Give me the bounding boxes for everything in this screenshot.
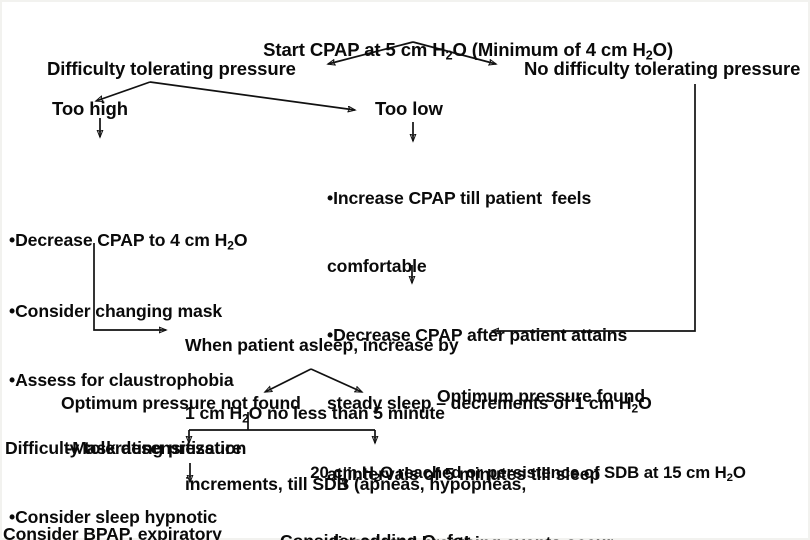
list-item-text: Assess for claustrophobia: [15, 369, 234, 390]
titration-line-2-pre: 1 cm H: [185, 403, 243, 424]
bullet-glyph: •: [9, 230, 16, 251]
node-optimum-pressure-not-found: Optimum pressure not found: [61, 393, 301, 413]
list-item-text-post: O: [233, 230, 248, 251]
list-item-text: Decrease CPAP to 4 cm H: [15, 230, 228, 251]
list-item-text: -Mask desensitization: [9, 438, 247, 459]
list-item-text: Consider changing mask: [15, 301, 223, 322]
node-too-high-actions: •Decrease CPAP to 4 cm H2O •Consider cha…: [9, 138, 309, 540]
node-start-text-mid: O (Minimum of 4 cm H: [452, 39, 646, 61]
node-bpap-action: Consider BPAP, expiratory pressure relie…: [3, 477, 263, 540]
edge-start-to-no-difficulty: [412, 41, 496, 64]
too-low-line-1-text: Increase CPAP till patient feels: [333, 187, 592, 208]
pressure-limit-post: O: [732, 462, 746, 482]
titration-line-2-post: O no less than 5 minute: [248, 403, 445, 424]
oxygen-line-1: Consider adding O2 for: [280, 530, 580, 540]
too-low-line-3: •Decrease CPAP after patient attains: [327, 324, 687, 347]
bullet-glyph: •: [9, 301, 16, 322]
list-item: •Consider changing mask: [9, 300, 309, 323]
oxygen-line-1-post: for: [442, 531, 470, 540]
edge-difficulty-to-too-low: [149, 81, 355, 110]
bullet-glyph: •: [327, 324, 334, 345]
too-low-line-3-text: Decrease CPAP after patient attains: [333, 324, 628, 345]
node-start-text-pre: Start CPAP at 5 cm H: [263, 39, 446, 61]
node-too-low: Too low: [375, 98, 443, 119]
too-low-line-4-post: O: [638, 393, 652, 414]
pressure-limit-sub-1: 2: [373, 472, 381, 485]
list-item-sub: 2: [227, 238, 234, 253]
node-optimum-pressure-found: Optimum pressure found: [437, 386, 645, 406]
list-item: •Decrease CPAP to 4 cm H2O: [9, 229, 309, 254]
node-start-sub-2: 2: [645, 48, 653, 63]
node-too-high: Too high: [52, 98, 128, 119]
edge-titration-to-not-found: [265, 368, 312, 392]
too-low-line-6: disordered breathing events occur: [327, 532, 687, 540]
oxygen-line-1-pre: Consider adding O: [280, 531, 436, 540]
pressure-limit-mid: O reached or persistence of SDB at 15 cm…: [380, 462, 727, 482]
titration-line-3: increments, till SDB (apneas, hypopneas,: [185, 473, 527, 494]
too-low-line-1: •Increase CPAP till patient feels: [327, 187, 687, 210]
node-start-sub-1: 2: [445, 48, 453, 63]
node-start: Start CPAP at 5 cm H2O (Minimum of 4 cm …: [243, 14, 673, 88]
bullet-glyph: •: [9, 506, 16, 527]
bullet-glyph: •: [9, 369, 16, 390]
pressure-limit-pre: 20 cm H: [310, 462, 374, 482]
list-item: •Assess for claustrophobia: [9, 369, 309, 392]
bullet-glyph: •: [327, 187, 334, 208]
bpap-line-1: Consider BPAP, expiratory: [3, 523, 222, 540]
pressure-limit-sub-2: 2: [726, 472, 733, 485]
too-low-line-4-pre: steady sleep – decrements of 1 cm H: [327, 393, 632, 414]
too-low-line-4: steady sleep – decrements of 1 cm H2O: [327, 392, 687, 417]
list-item-text: Consider sleep hypnotic: [15, 506, 218, 527]
edge-left-actions-to-titration: [93, 243, 166, 330]
edge-difficulty-to-too-high: [96, 81, 151, 101]
edge-start-to-difficulty: [328, 41, 414, 64]
node-oxygen-action: Consider adding O2 for hypoventilation o…: [280, 484, 580, 540]
node-difficulty-tolerating-pressure: Difficulty tolerating pressure: [47, 58, 296, 79]
node-no-difficulty-tolerating-pressure: No difficulty tolerating pressure: [524, 58, 801, 79]
list-item: -Mask desensitization: [9, 437, 309, 460]
edge-no-difficulty-to-titration: [492, 84, 696, 331]
node-difficulty-tolerating-pressure-2: Difficulty tolerating pressure: [5, 438, 242, 458]
node-pressure-limit: 20 cm H2O reached or persistence of SDB …: [292, 440, 746, 508]
node-too-low-actions: •Increase CPAP till patient feels comfor…: [327, 141, 687, 540]
titration-line-1: When patient asleep, increase by: [185, 334, 459, 355]
titration-line-2: 1 cm H2O no less than 5 minute: [185, 402, 605, 427]
edge-titration-to-found: [310, 368, 362, 393]
too-high-action-list: •Decrease CPAP to 4 cm H2O •Consider cha…: [9, 184, 309, 540]
list-item: •Consider sleep hypnotic: [9, 506, 309, 529]
too-low-line-2: comfortable: [327, 256, 427, 277]
node-start-text-post: O): [652, 39, 674, 61]
node-titration-instructions: When patient asleep, increase by 1 cm H2…: [185, 288, 605, 540]
too-low-line-4-sub: 2: [631, 401, 639, 416]
too-low-line-5: at intervals of 5 minutes till sleep: [327, 464, 601, 485]
titration-line-2-sub: 2: [242, 411, 249, 426]
